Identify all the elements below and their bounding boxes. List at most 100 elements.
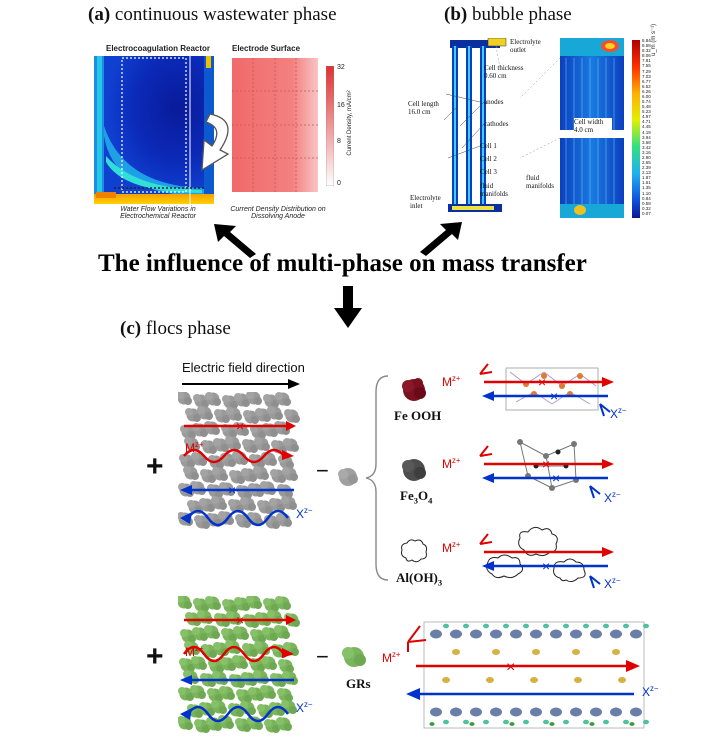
panel-b-colorbar-tick: 1.10 xyxy=(642,190,651,196)
grs-atom xyxy=(543,623,549,629)
anion-symbol-feooh: X xyxy=(610,407,619,421)
feooh-label: Fe OOH xyxy=(394,408,442,423)
green-floc-block: × xyxy=(178,596,300,733)
panel-b-colorbar xyxy=(632,40,640,218)
grs-atom xyxy=(523,719,529,725)
grs-atom xyxy=(483,719,489,725)
panel-b-colorbar-tick: 5.23 xyxy=(642,109,651,115)
grs-atom xyxy=(612,649,620,655)
panel-a-tick-0: 32 xyxy=(337,64,345,71)
cation-charge-aloh3: z+ xyxy=(452,540,461,549)
panel-b-colorbar-tick: 8.58 xyxy=(642,43,651,49)
single-green-floc xyxy=(342,647,366,667)
cation-symbol-aloh3: M xyxy=(442,541,452,555)
panel-b-colorbar-tick: 1.87 xyxy=(642,175,651,181)
grs-atom xyxy=(610,707,622,717)
main-title: The influence of multi-phase on mass tra… xyxy=(98,250,587,277)
anion-charge-feooh: z− xyxy=(618,406,627,415)
panel-b-title: (b) bubble phase xyxy=(444,4,572,26)
grs-atom xyxy=(509,722,515,726)
panel-b-colorbar-tick: 5.74 xyxy=(642,99,651,105)
grs-atom xyxy=(590,707,602,717)
floc-particle xyxy=(277,688,293,702)
grs-atom xyxy=(590,629,602,639)
label-inlet: Electrolyte inlet xyxy=(410,194,441,210)
electrode-title: Electrode Surface xyxy=(232,44,301,53)
aloh3-particle xyxy=(401,539,428,563)
label-cell2: Cell 2 xyxy=(480,155,497,163)
label-thickness: Cell thickness 0.60 cm xyxy=(484,64,524,80)
panel-b-colorbar-tick: 5.48 xyxy=(642,104,651,110)
gray-floc-block: × × xyxy=(178,392,300,529)
anion-label-2: Xz− xyxy=(296,700,312,715)
panel-a-title-text: continuous wastewater phase xyxy=(114,4,337,25)
grs-atom xyxy=(610,629,622,639)
panel-b-colorbar-tick: 4.19 xyxy=(642,129,651,135)
floc-particle xyxy=(183,466,199,480)
reactor-title: Electrocoagulation Reactor xyxy=(106,44,211,53)
grs-atom xyxy=(589,722,595,726)
svg-text:×: × xyxy=(228,482,236,498)
cation-label-aloh3: Mz+ xyxy=(442,540,460,555)
panel-b-colorbar-tick: 1.61 xyxy=(642,180,651,186)
grs-atom xyxy=(442,677,450,683)
anion-symbol-2: X xyxy=(296,701,305,715)
anion-symbol-grs: X xyxy=(642,685,651,699)
cation-charge-2: z+ xyxy=(195,644,204,653)
fe3o4-particle xyxy=(402,459,426,481)
grs-atom xyxy=(450,629,462,639)
cation-symbol-2: M xyxy=(185,645,195,659)
grs-atom xyxy=(463,623,469,629)
anion-label-fe3o4: Xz− xyxy=(604,490,620,505)
grs-atom xyxy=(643,719,649,725)
field-direction-arrow xyxy=(182,379,300,389)
panel-b-colorbar-tick: 7.81 xyxy=(642,58,651,64)
cation-symbol-1: M xyxy=(185,441,195,455)
label-width: Cell width 4.0 cm xyxy=(574,118,612,134)
anion-charge-grs: z− xyxy=(650,684,659,693)
floc-particle xyxy=(278,659,294,673)
panel-b-colorbar-tick: 4.71 xyxy=(642,119,651,125)
label-manifolds: fluid manifolds xyxy=(480,182,508,198)
panel-c-label: (c) xyxy=(120,318,142,339)
svg-text:×: × xyxy=(506,659,515,676)
cation-charge-fe3o4: z+ xyxy=(452,456,461,465)
fe3o4-crystal: × × xyxy=(479,439,614,499)
electrode-current-image xyxy=(232,58,318,192)
grs-atom xyxy=(603,719,609,725)
panel-b-colorbar-tick: 0.58 xyxy=(642,200,651,206)
aloh3-sub: 3 xyxy=(437,577,443,588)
grs-atom xyxy=(550,629,562,639)
bubble-cell-geometry xyxy=(448,38,507,212)
svg-text:×: × xyxy=(236,612,244,628)
grs-atom-layers xyxy=(429,623,649,726)
cation-charge-1: z+ xyxy=(195,440,204,449)
grs-atom xyxy=(492,649,500,655)
grs-atom xyxy=(470,707,482,717)
grs-atom xyxy=(570,707,582,717)
label-cell1: Cell 1 xyxy=(480,142,497,150)
panel-b-colorbar-tick: 0.32 xyxy=(642,205,651,211)
grs-atom xyxy=(570,629,582,639)
label-cathodes: cathodes xyxy=(484,120,509,128)
grs-atom xyxy=(469,722,475,726)
arrow-to-panel-a xyxy=(214,224,256,258)
panel-a-tick-3: 0 xyxy=(337,180,341,187)
anion-symbol-aloh3: X xyxy=(604,577,613,591)
panel-b-colorbar-tick: 6.26 xyxy=(642,88,651,94)
bubble-leader-lines xyxy=(443,45,561,159)
panel-b-colorbar-tick: 2.13 xyxy=(642,170,651,176)
grs-atom xyxy=(583,719,589,725)
grs-atom xyxy=(483,623,489,629)
bubble-velocity-upper xyxy=(560,38,624,130)
single-gray-floc xyxy=(338,468,358,486)
grs-atom xyxy=(530,677,538,683)
anion-label-aloh3: Xz− xyxy=(604,576,620,591)
label-length: Cell length 16.0 cm xyxy=(408,100,439,116)
panel-b-colorbar-tick: 6.77 xyxy=(642,78,651,84)
panel-b-colorbar-tick: 2.39 xyxy=(642,165,651,171)
panel-b-colorbar-tick: 3.68 xyxy=(642,139,651,145)
aloh3-main: Al(OH) xyxy=(396,570,438,585)
cation-label-grs: Mz+ xyxy=(382,650,400,665)
grs-layered-structure: × xyxy=(406,621,649,729)
